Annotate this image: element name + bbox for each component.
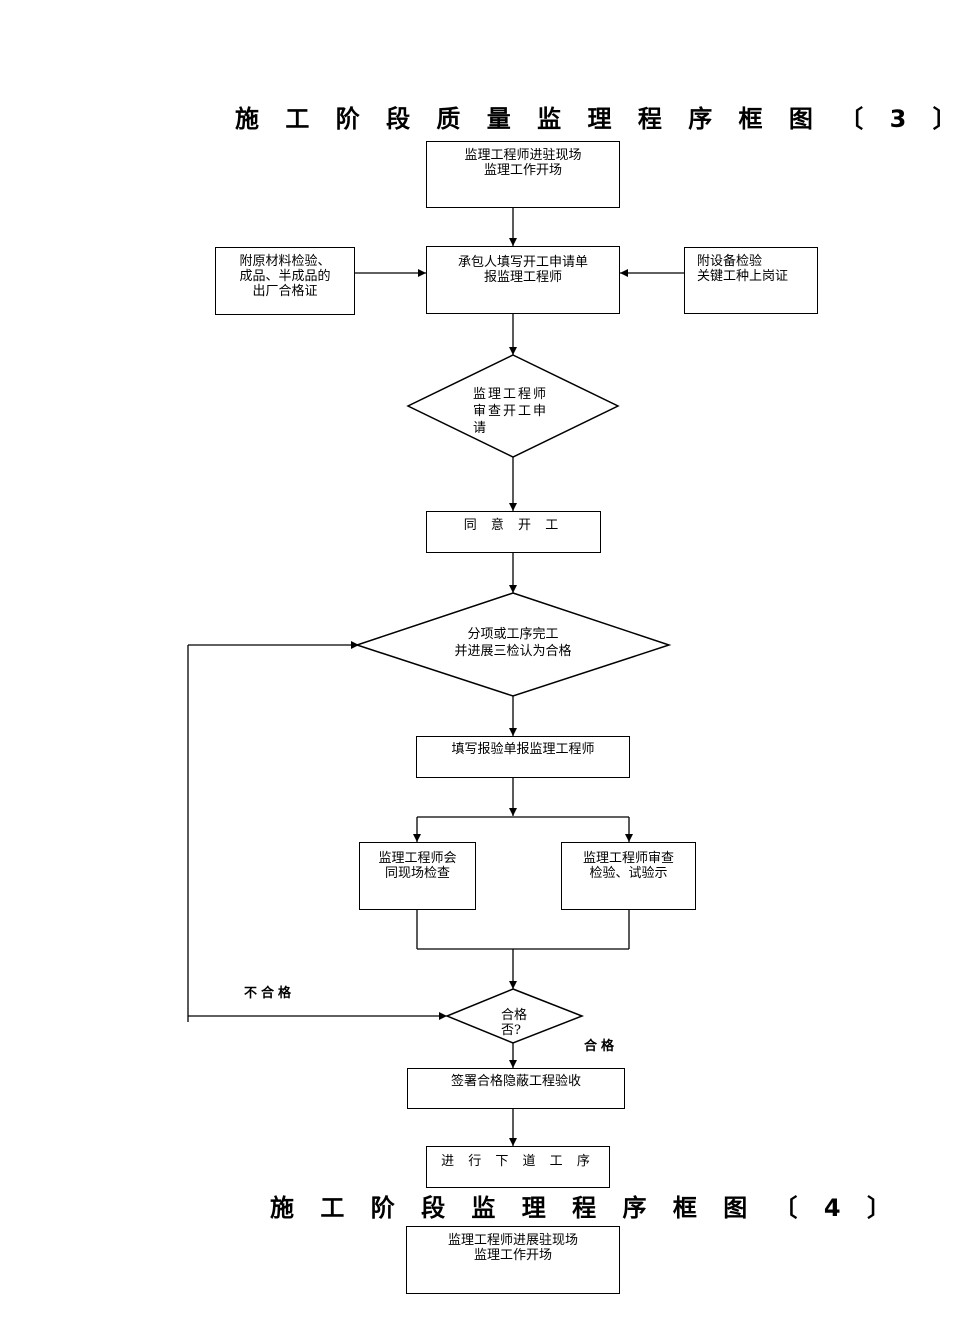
d4-start-line-2: 监理工作开场: [473, 1248, 552, 1263]
d4-start-line-1: 监理工程师进展驻现场: [447, 1233, 578, 1248]
left-note-line-2: 成品、半成品的: [239, 269, 331, 284]
left-note-line-3: 出厂合格证: [252, 284, 318, 299]
apply-line-1: 承包人填写开工申请单: [457, 255, 588, 270]
diagram-4-title: 施 工 阶 段 监 理 程 序 框 图 〔 4 〕: [270, 1194, 900, 1222]
subitem-line-1: 分项或工序完工: [467, 627, 559, 642]
decision-line-2: 否?: [501, 1023, 521, 1038]
start-box: 监理工程师进驻现场 监理工作开场: [426, 141, 620, 208]
joint-inspection-box: 监理工程师会 同现场检查: [359, 842, 476, 910]
diagram-3-title: 施 工 阶 段 质 量 监 理 程 序 框 图 〔 3 〕: [235, 105, 966, 133]
agree-text: 同 意 开 工: [463, 518, 564, 533]
agree-start-box: 同 意 开 工: [426, 511, 601, 553]
decision-diamond: [445, 988, 585, 1044]
test-line-1: 监理工程师审查: [582, 851, 674, 866]
next-process-box: 进 行 下 道 工 序: [426, 1146, 610, 1188]
diagram-4-start-box: 监理工程师进展驻现场 监理工作开场: [406, 1226, 620, 1294]
subitem-diamond: [354, 592, 672, 697]
review-line-3: 请: [473, 421, 489, 436]
subitem-diamond-text: 分项或工序完工 并进展三检认为合格: [413, 626, 613, 660]
materials-certificate-note: 附原材料检验、 成品、半成品的 出厂合格证: [215, 247, 355, 315]
review-diamond-text: 监理工程师 审查开工申 请: [473, 386, 548, 437]
review-diamond: [406, 354, 620, 458]
right-note-line-2: 关键工种上岗证: [697, 269, 789, 284]
report-text: 填写报验单报监理工程师: [451, 742, 595, 757]
joint-line-2: 同现场检查: [384, 866, 450, 881]
equipment-certificate-note: 附设备检验 关键工种上岗证: [684, 247, 818, 314]
start-line-1: 监理工程师进驻现场: [464, 148, 582, 163]
sign-text: 签署合格隐蔽工程验收: [450, 1074, 581, 1089]
test-line-2: 检验、试验示: [589, 866, 668, 881]
right-note-line-1: 附设备检验: [697, 254, 763, 269]
apply-line-2: 报监理工程师: [483, 270, 562, 285]
review-line-2: 审查开工申: [473, 404, 549, 419]
next-text: 进 行 下 道 工 序: [441, 1154, 595, 1169]
fail-label: 不合格: [244, 986, 296, 1001]
decision-diamond-text: 合格 否?: [501, 1008, 527, 1038]
review-line-1: 监理工程师: [473, 387, 549, 402]
application-box: 承包人填写开工申请单 报监理工程师: [426, 246, 620, 314]
start-line-2: 监理工作开场: [483, 163, 562, 178]
joint-line-1: 监理工程师会: [378, 851, 457, 866]
inspection-report-box: 填写报验单报监理工程师: [416, 736, 630, 778]
sign-acceptance-box: 签署合格隐蔽工程验收: [407, 1068, 625, 1109]
subitem-line-2: 并进展三检认为合格: [454, 644, 572, 659]
decision-line-1: 合格: [501, 1008, 528, 1023]
test-review-box: 监理工程师审查 检验、试验示: [561, 842, 696, 910]
left-note-line-1: 附原材料检验、: [239, 254, 331, 269]
pass-label: 合格: [584, 1039, 619, 1054]
